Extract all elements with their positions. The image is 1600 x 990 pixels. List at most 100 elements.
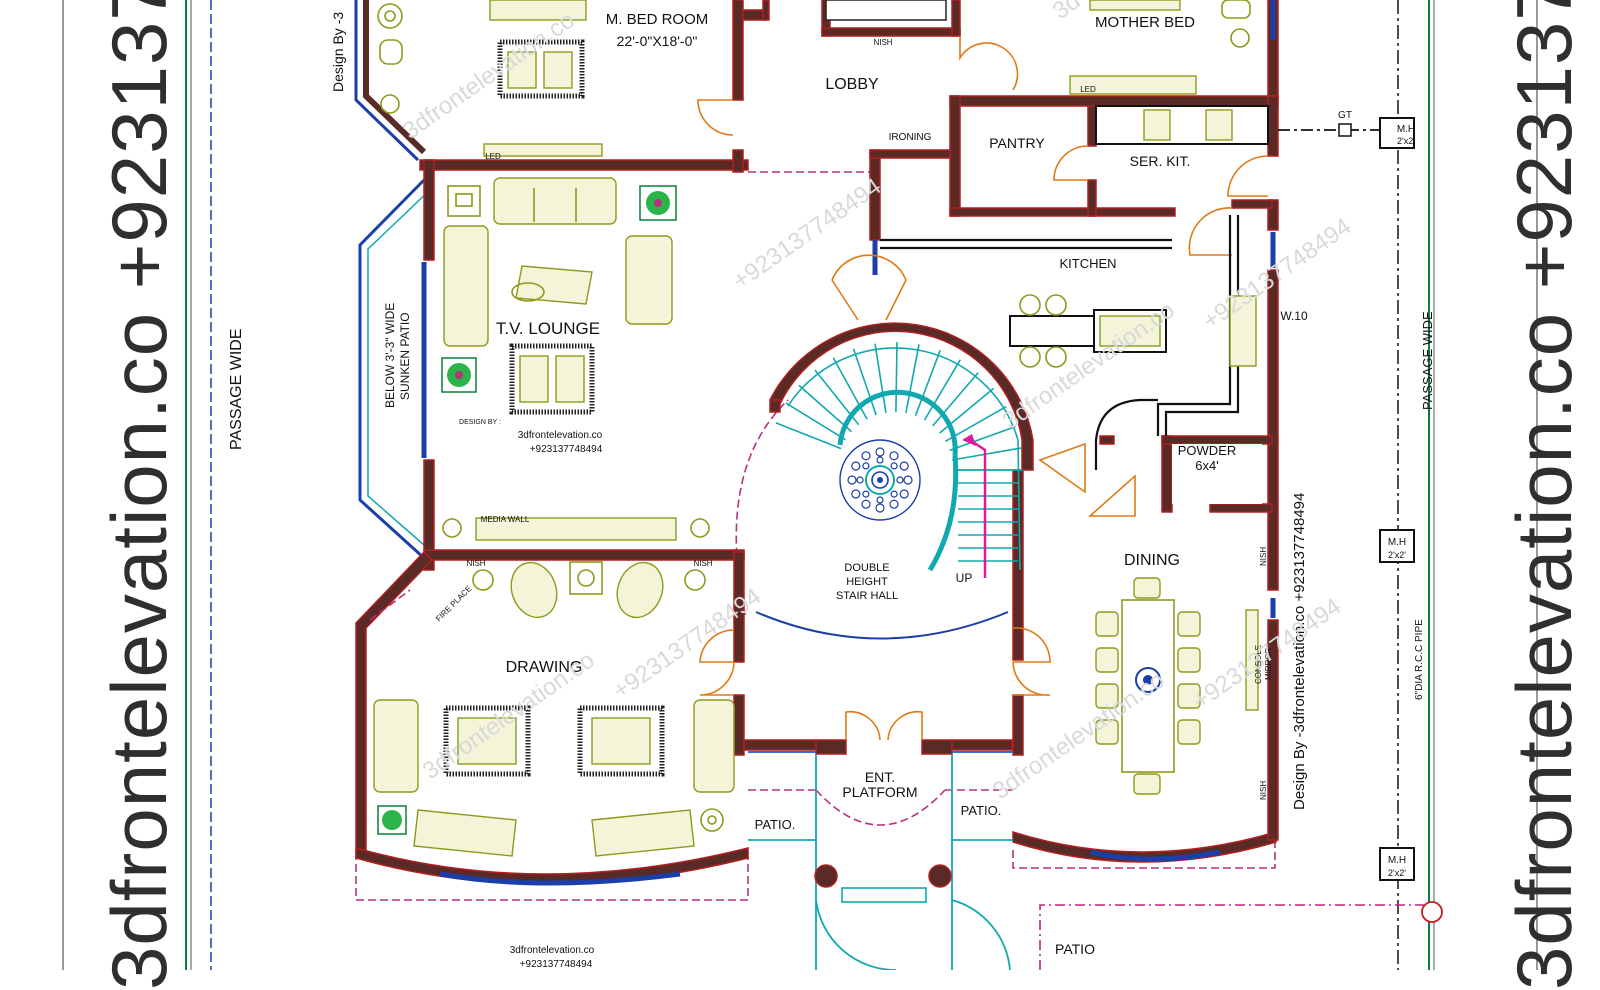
gt-label: GT [1338,110,1352,121]
stair-tread [852,348,877,416]
design-by-left: Design By -3 [330,12,346,92]
stair-tread [798,384,853,433]
ironing-label: IRONING [889,132,932,143]
mh-size: 2'x2' [1388,868,1406,878]
drawing-furniture [369,561,735,857]
chandelier-bulb [875,447,885,457]
mh-label: M.H [1397,124,1415,135]
chandelier-bulb [889,499,899,509]
kitchen-counters [880,215,1257,470]
plot-boundary-right [1397,0,1435,970]
patio-bottom-label: PATIO [1055,941,1095,957]
chandelier-bulb [876,456,884,464]
mh-size: 2'x2' [1388,550,1406,560]
svg-text:3d: 3d [1048,0,1085,25]
powder-label: POWDER [1178,443,1237,458]
pipe-label: 6"DIA R.C.C PIPE [1414,619,1425,700]
stair-tread [939,387,995,434]
stair-tread [814,369,860,426]
stair-tread [895,341,898,413]
bottom-patio-outline [1039,904,1430,970]
stair-tread [832,357,868,420]
stair-tread [905,344,920,414]
chandelier-bulb [847,475,857,485]
floor-plan: M. BED ROOM 22'-0"X18'-0" MOTHER BED LOB… [62,0,1538,970]
mh-size: 2'x2' [1397,136,1415,146]
spiral-staircase [775,341,1023,578]
stair-tread [932,372,979,427]
chandelier-bulb [876,496,884,504]
chandelier-bulb [862,490,870,498]
chandelier-bulb [899,461,909,471]
plant-icon [377,185,677,835]
sunken-patio-glass [358,178,426,560]
console-mirror-label-2: MIRROR [1264,647,1273,680]
stair-tread [951,447,1022,461]
stair-tread [914,350,941,416]
dining-label: DINING [1124,552,1180,569]
manhole-icon [1278,117,1415,881]
service-kitchen-counter [1095,105,1269,145]
mh-label: M.H [1388,537,1406,548]
chandelier-bulb [890,490,898,498]
stair-tread [923,359,961,421]
mother-bed-label: MOTHER BED [1095,14,1195,31]
kitchen-label: KITCHEN [1059,256,1116,271]
master-bed-size: 22'-0"X18'-0" [617,33,698,49]
chandelier-bulb [875,503,885,513]
nish-label: NISH [1259,781,1268,800]
side-watermark-right: 3dfrontelevation.co +923137748494 [1500,0,1588,990]
chandelier-bulb [890,462,898,470]
master-bed-furniture [377,0,603,157]
stair-tread [949,425,1016,452]
led-label: LED [1080,85,1096,94]
sunken-patio-label-1: BELOW 3'-3" WIDE [383,303,397,408]
nish-label: NISH [466,559,485,568]
chandelier-bulb [861,451,871,461]
design-by-label: DESIGN BY : [459,419,501,426]
chandelier-bulb [851,461,861,471]
chandelier-bulb [899,489,909,499]
patio-right-label: PATIO. [961,803,1002,818]
master-bed-label: M. BED ROOM [606,11,709,28]
entrance-arc-outline [815,789,946,826]
entrance-steps [748,754,1013,970]
ent-platform-label-2: PLATFORM [842,784,917,800]
master-bed-bay-glass [354,0,420,162]
stair-tread [775,422,842,450]
stair-tread [945,405,1007,442]
chandelier-bulb [903,475,913,485]
inspection-chamber [1421,901,1443,923]
dining-furniture [1095,577,1259,795]
fire-place-label: FIRE PLACE [434,584,473,623]
stair-tread [785,402,846,441]
up-label: UP [956,571,973,585]
mh-label: M.H [1388,855,1406,866]
plot-boundary-left [185,0,212,970]
console-mirror-label-1: CONSOLE [1254,645,1263,684]
drawing-patio-outline [355,852,749,901]
passage-right-label: PASSAGE WIDE [1420,311,1435,410]
svg-text:+923137748494: +923137748494 [1188,593,1346,715]
stair-hall-label-1: DOUBLE [844,562,889,574]
bottom-site: 3dfrontelevation.co [510,945,595,956]
sunken-patio-label-2: SUNKEN PATIO [398,312,412,400]
master-bed-bay-wall [363,0,427,155]
nish-label: NISH [1259,547,1268,566]
stair-tread [874,343,887,413]
chandelier-bulb [896,476,904,484]
glazing [421,0,1276,886]
stair-hall-label-3: STAIR HALL [836,590,898,602]
chandelier-bulb [889,451,899,461]
powder-size: 6x4' [1195,458,1218,473]
tv-lounge-site: 3dfrontelevation.co [518,430,603,441]
tv-lounge-phone: +923137748494 [530,444,603,455]
nish-label: NISH [873,38,892,47]
chandelier-bulb [856,476,864,484]
media-wall-label: MEDIA WALL [481,515,530,524]
tv-lounge-furniture [442,177,710,541]
w10-label: W.10 [1280,309,1308,323]
chandelier-bulb [861,499,871,509]
bottom-phone: +923137748494 [520,959,593,970]
pantry-label: PANTRY [989,135,1045,151]
